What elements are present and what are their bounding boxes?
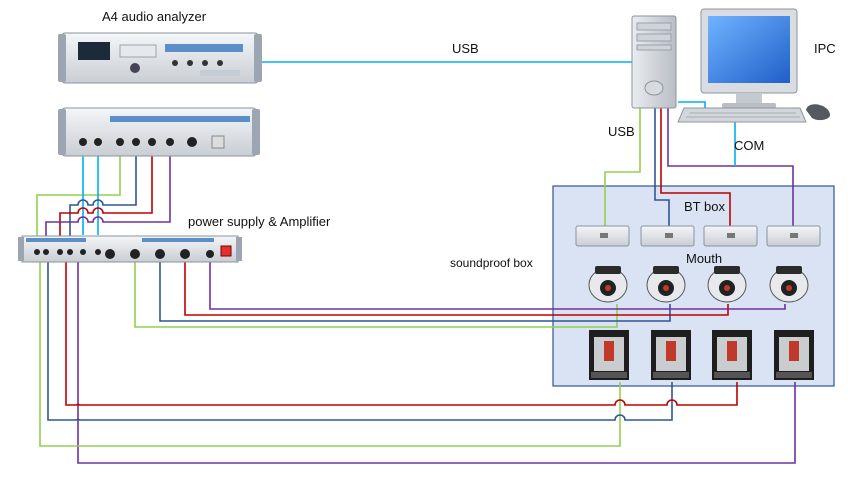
mouth-simulator: [588, 266, 628, 303]
usb-cable-pc-btbox: [604, 108, 641, 226]
analyzer-label: A4 audio analyzer: [102, 9, 207, 24]
ear-simulator: [712, 330, 752, 380]
bt-box: [703, 225, 758, 247]
ear-simulator: [774, 330, 814, 380]
amp-to-mouth-cables: [134, 262, 786, 328]
interface-to-power-cables: [36, 150, 171, 238]
ear-simulator: [651, 330, 691, 380]
usb-top-label: USB: [452, 41, 479, 56]
cable-pc-btbox-blue: [654, 108, 670, 226]
audio-analyzer-unit: [58, 32, 262, 84]
com-label: COM: [734, 138, 765, 153]
ear-simulator: [589, 330, 629, 380]
audio-interface-unit: [58, 107, 260, 157]
usb-side-label: USB: [608, 124, 635, 139]
cable-pc-btbox-purple: [667, 108, 794, 226]
power-amp-label: power supply & Amplifier: [188, 214, 331, 229]
keyboard: [677, 107, 807, 123]
ear-to-power-cables: [39, 258, 796, 464]
bt-box-label: BT box: [684, 199, 725, 214]
bt-box: [575, 225, 630, 247]
mouth-label: Mouth: [686, 251, 723, 266]
mouth-simulator: [646, 266, 686, 303]
ipc-label: IPC: [814, 41, 836, 56]
bt-box: [640, 225, 695, 247]
monitor: [700, 8, 798, 108]
bt-box: [766, 225, 821, 247]
cable-pc-btbox-red: [660, 108, 731, 226]
pc-tower: [631, 15, 677, 109]
mouth-simulator: [707, 266, 747, 303]
mouth-simulator: [769, 266, 809, 303]
soundproof-label: soundproof box: [450, 256, 533, 270]
mouse: [806, 104, 831, 121]
power-amplifier-rack: [18, 235, 242, 263]
